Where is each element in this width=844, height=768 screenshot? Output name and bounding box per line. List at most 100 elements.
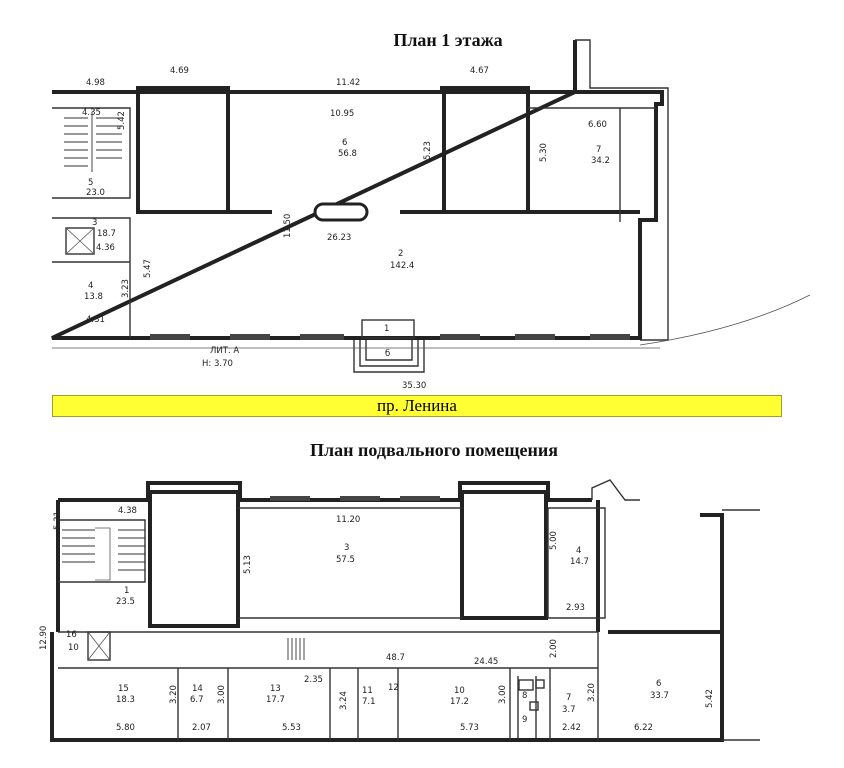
bs-room-area: 57.5	[336, 555, 355, 565]
ff-dim-text: 4.67	[470, 66, 489, 76]
bs-dim-text: 6.22	[634, 723, 653, 733]
bs-dim-text: 24.45	[474, 657, 498, 667]
basement-plan: 4.38 5.31 11.20 5.13 5.00 2.93 12.90 24.…	[39, 479, 760, 742]
ff-entrance-label: б	[385, 349, 390, 359]
ff-central-pillar	[313, 202, 369, 222]
bs-room-number: 4	[576, 546, 581, 556]
street-highlight-bar	[52, 395, 782, 417]
bs-dim-text: 2.00	[549, 639, 559, 658]
ff-room-area: 142.4	[390, 261, 414, 271]
ff-entrance-steps	[353, 340, 425, 373]
ff-dim-text: 3.23	[121, 279, 131, 298]
bs-dim-text: 4.38	[118, 506, 137, 516]
bs-dim-text: 2.07	[192, 723, 211, 733]
bs-room-area: 6.7	[190, 695, 204, 705]
bs-room-number: 1	[124, 586, 129, 596]
bs-bottom-partitions	[177, 632, 599, 740]
bs-room-number: 9	[522, 715, 527, 725]
bs-corridor-stair	[287, 638, 305, 660]
ff-dim-text: 5.42	[117, 111, 127, 130]
ff-column-block-left	[136, 90, 230, 214]
bs-dim-text: 12.90	[39, 626, 49, 650]
ff-stamp-line1: ЛИТ. А	[210, 346, 239, 356]
ff-dim-text: 5.47	[143, 259, 153, 278]
bs-room-number: 7	[566, 693, 571, 703]
ff-dim-text: 11.50	[283, 214, 293, 238]
bs-dim-text: 3.24	[339, 691, 349, 710]
bs-room-area: 33.7	[650, 691, 669, 701]
bs-column-block-right	[460, 490, 548, 620]
ff-dim-text: 4.98	[86, 78, 105, 88]
ff-dim-text: 6.60	[588, 120, 607, 130]
bs-room-number: 16	[66, 630, 77, 640]
ff-room-area: 34.2	[591, 156, 610, 166]
bs-shaft-cross	[87, 631, 111, 661]
ff-room-area: 13.8	[84, 292, 103, 302]
bs-room-area: 23.5	[116, 597, 135, 607]
ff-dim-text: 4.35	[82, 108, 101, 118]
bs-room-number: 15	[118, 684, 129, 694]
ff-room-area: 56.8	[338, 149, 357, 159]
ff-dim-text: 4.31	[86, 315, 105, 325]
bs-dim-text: 5.73	[460, 723, 479, 733]
ff-room-number: 7	[596, 145, 601, 155]
ff-room-number: 6	[342, 138, 347, 148]
bs-fixture	[518, 679, 534, 691]
ff-dim-text: 11.42	[336, 78, 360, 88]
street-label: пр. Ленина	[377, 396, 457, 415]
ff-staircase	[64, 112, 122, 172]
bs-room-area: 17.7	[266, 695, 285, 705]
bs-column-block-left	[148, 490, 240, 628]
bs-dim-text: 5.53	[282, 723, 301, 733]
bs-room-number: 12	[388, 683, 399, 693]
bs-room-area: 18.3	[116, 695, 135, 705]
bs-dim-text: 2.93	[566, 603, 585, 613]
bs-fixture	[529, 701, 539, 711]
ff-stair-walls	[52, 107, 131, 338]
ff-room-number: 3	[92, 218, 97, 228]
bs-room-number: 6	[656, 679, 661, 689]
ff-front-windows	[150, 334, 630, 340]
ff-room-number: 2	[398, 249, 403, 259]
bs-dim-text: 3.20	[587, 683, 597, 702]
bs-room-area: 14.7	[570, 557, 589, 567]
bs-room-number: 8	[522, 691, 527, 701]
bs-dim-text: 3.20	[169, 685, 179, 704]
bs-fixture	[535, 679, 545, 689]
bs-dim-text: 2.35	[304, 675, 323, 685]
bs-staircase	[62, 527, 145, 581]
bs-room3-walls	[238, 507, 462, 619]
bs-dim-text: 5.31	[53, 511, 63, 530]
ff-right-stub	[575, 39, 669, 341]
bs-room-number: 11	[362, 686, 373, 696]
bs-dim-text: 3.00	[217, 685, 227, 704]
bs-top-windows	[270, 496, 440, 501]
ff-dim-text: 4.69	[170, 66, 189, 76]
first-floor-plan-title: План 1 этажа	[393, 30, 503, 50]
ff-dim-text: 26.23	[327, 233, 351, 243]
ff-column-block-right	[442, 90, 530, 214]
bs-corridor-wall	[58, 631, 598, 669]
bs-room-area: 17.2	[450, 697, 469, 707]
bs-dim-text: 5.42	[705, 689, 715, 708]
bs-dim-text: 2.42	[562, 723, 581, 733]
ff-room-area: 23.0	[86, 188, 105, 198]
bs-room-number: 14	[192, 684, 203, 694]
ff-dim-text: 4.36	[96, 243, 115, 253]
ff-room-area: 18.7	[97, 229, 116, 239]
bs-room-number: 13	[270, 684, 281, 694]
bs-right-stub	[591, 479, 760, 741]
bs-room-area: 7.1	[362, 697, 376, 707]
ff-dim-text: 5.30	[539, 143, 549, 162]
bs-dim-text: 3.00	[498, 685, 508, 704]
bs-dim-text: 11.20	[336, 515, 360, 525]
ff-road-curve	[639, 294, 811, 346]
ff-dim-text: 10.95	[330, 109, 354, 119]
bs-dim-text: 5.00	[549, 531, 559, 550]
bs-room-area: 10	[68, 643, 79, 653]
basement-plan-title: План подвального помещения	[310, 440, 558, 460]
bs-dim-text: 5.13	[243, 555, 253, 574]
bs-room-area: 48.7	[386, 653, 405, 663]
ff-shaft	[65, 227, 95, 255]
bs-outer-wall	[50, 481, 724, 742]
